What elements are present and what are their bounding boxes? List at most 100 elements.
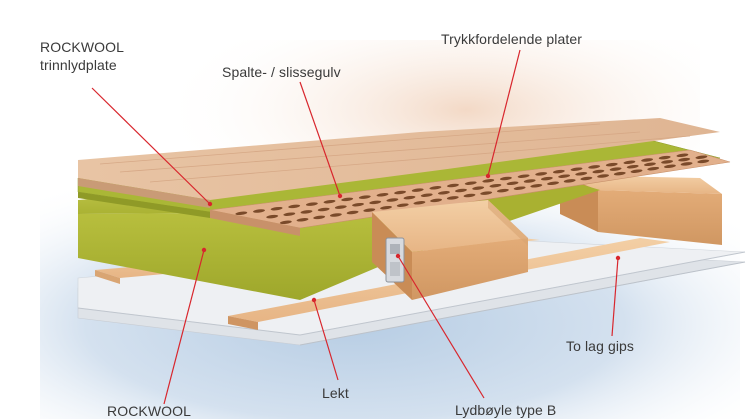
- leader-lekt: [313, 299, 339, 381]
- floor-slot: [323, 199, 336, 204]
- floor-slot: [403, 195, 416, 200]
- floor-slot: [313, 215, 326, 220]
- floor-slot: [446, 196, 459, 200]
- floor-slot: [279, 220, 292, 225]
- label-lekt: Lekt: [322, 385, 349, 401]
- floor-slot: [429, 186, 442, 190]
- floor-slot: [552, 169, 565, 174]
- floor-slot: [380, 205, 392, 210]
- floor-slot: [597, 174, 610, 178]
- leader-lines: [91, 49, 621, 405]
- leader-trykkfordelende: [487, 49, 521, 177]
- floor-slot: [535, 172, 548, 176]
- floor-slot: [592, 169, 605, 174]
- floor-slot: [358, 195, 371, 199]
- floor-slot: [613, 171, 626, 176]
- floor-slot: [496, 188, 509, 193]
- floor-slot: [630, 169, 643, 173]
- floor-slot: [663, 164, 676, 169]
- floor-slot: [235, 211, 248, 216]
- floor-slot: [346, 210, 359, 215]
- floor-slot: [455, 188, 467, 193]
- floor-slot: [530, 184, 543, 188]
- floor-slot: [661, 160, 674, 164]
- floor-slot: [411, 188, 424, 192]
- floor-slot: [588, 165, 601, 169]
- floor-slot: [253, 209, 265, 213]
- floor-slot: [558, 174, 571, 178]
- floor-slot: [623, 160, 636, 165]
- floor-slot: [547, 181, 559, 186]
- floor-slot: [396, 203, 409, 207]
- floor-slot: [376, 193, 389, 197]
- slotted-floor-board: [209, 149, 731, 236]
- leader-rockwool: [163, 249, 205, 405]
- floor-slot: [296, 218, 309, 222]
- leader-gips: [611, 257, 619, 337]
- floor-slot: [394, 190, 407, 195]
- floor-slot: [300, 210, 313, 214]
- leader-spaltegulv: [299, 81, 341, 197]
- floor-slot: [334, 205, 347, 209]
- floor-slot: [680, 162, 693, 166]
- floor-slot: [647, 166, 660, 171]
- label-trykkfordelende: Trykkfordelende plater: [441, 31, 582, 47]
- floor-slot: [305, 202, 318, 206]
- floor-slot: [472, 186, 485, 190]
- floor-slot: [658, 155, 671, 160]
- floor-slot: [563, 179, 576, 183]
- gypsum-edge-line: [299, 261, 746, 346]
- floor-slot: [463, 193, 476, 198]
- gypsum-edge-line: [299, 251, 746, 336]
- floor-slot: [341, 197, 354, 202]
- label-trinnlydplate-line2: trinnlydplate: [40, 57, 117, 73]
- floor-slot: [413, 201, 426, 205]
- floor-slot: [517, 174, 530, 178]
- floor-slot: [480, 191, 493, 195]
- floor-slot: [499, 176, 512, 181]
- floor-slot: [513, 186, 526, 190]
- label-rockwool-bottom: ROCKWOOL: [107, 403, 192, 419]
- floor-slot: [352, 202, 364, 207]
- label-to-lag-gips: To lag gips: [566, 338, 635, 354]
- label-rockwool-line1: ROCKWOOL: [40, 39, 125, 55]
- floor-slot: [697, 159, 710, 164]
- label-rockwool-trinnlydplate: ROCKWOOL trinnlydplate: [40, 38, 124, 74]
- floor-slot: [430, 198, 443, 203]
- floor-slot: [609, 167, 622, 171]
- floor-slot: [464, 181, 477, 185]
- floor-slot: [270, 206, 283, 211]
- label-spaltegulv: Spalte- / slissegulv: [222, 64, 341, 80]
- floor-slot: [641, 158, 654, 162]
- label-lydboyle: Lydbøyle type B: [455, 402, 557, 418]
- floor-slot: [288, 204, 301, 209]
- floor-slot: [580, 176, 593, 181]
- floor-slot: [540, 176, 553, 181]
- floor-slot: [570, 167, 583, 171]
- leader-trinnlydplate: [91, 87, 211, 205]
- floor-slot: [283, 212, 296, 216]
- floor-slot: [329, 213, 342, 217]
- sound-hanger-bracket-icon: [385, 237, 405, 283]
- floor-slot: [676, 153, 689, 158]
- floor-slot: [482, 179, 495, 183]
- floor-slot: [369, 200, 382, 205]
- gypsum-edge-line: [77, 307, 301, 336]
- floor-slot: [489, 183, 502, 188]
- trinnlydplate-edge: [78, 192, 210, 218]
- leader-lydboyle: [397, 255, 485, 399]
- floor-slot: [695, 155, 708, 159]
- floor-slot: [643, 162, 656, 167]
- floor-slot: [605, 162, 618, 167]
- floor-slot: [363, 208, 376, 212]
- floor-slot: [420, 193, 433, 197]
- floor-slot: [317, 207, 330, 212]
- floor-slot: [447, 183, 459, 188]
- floor-slot: [626, 164, 639, 169]
- floor-slot: [678, 157, 691, 162]
- floor-slot: [266, 214, 279, 219]
- floor-slot: [506, 181, 519, 186]
- floor-slot: [437, 191, 450, 195]
- floor-slot: [386, 198, 399, 202]
